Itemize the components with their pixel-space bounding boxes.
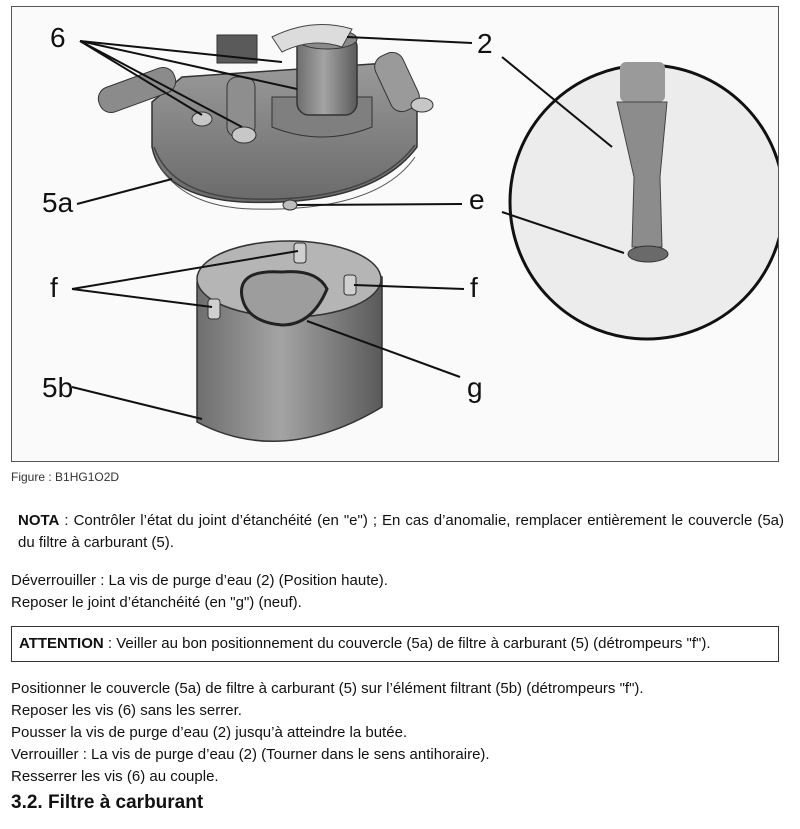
attention-text: : Veiller au bon positionnement du couve… <box>103 635 711 652</box>
callout-6: 6 <box>50 22 66 53</box>
leader-lines <box>71 36 625 420</box>
step-refit-screws: Reposer les vis (6) sans les serrer. <box>11 702 242 719</box>
callout-e: e <box>469 184 485 215</box>
callout-g: g <box>467 372 483 403</box>
attention-label: ATTENTION <box>19 635 104 652</box>
step-push-purge-screw: Pousser la vis de purge d’eau (2) jusqu’… <box>11 724 408 741</box>
nota-note: NOTA : Contrôler l’état du joint d’étanc… <box>18 510 784 554</box>
callout-f-left: f <box>50 272 58 303</box>
callout-5b: 5b <box>42 372 73 403</box>
step-tighten-screws: Resserrer les vis (6) au couple. <box>11 768 219 785</box>
section-heading: 3.2. Filtre à carburant <box>11 792 204 813</box>
nota-text: : Contrôler l’état du joint d’étanchéité… <box>18 512 784 551</box>
figure-caption: Figure : B1HG1O2D <box>11 470 120 484</box>
callout-f-right: f <box>470 272 478 303</box>
step-lock: Verrouiller : La vis de purge d’eau (2) … <box>11 746 490 763</box>
callout-5a: 5a <box>42 187 74 218</box>
figure-illustration: 6 2 5a e f f 5b g <box>11 6 779 462</box>
cover-5a <box>97 24 434 211</box>
filter-element-5b <box>196 240 383 442</box>
callout-2: 2 <box>477 28 493 59</box>
attention-box: ATTENTION : Veiller au bon positionnemen… <box>11 626 779 662</box>
step-position-cover: Positionner le couvercle (5a) de filtre … <box>11 680 644 697</box>
filter-drawing: 6 2 5a e f f 5b g <box>42 22 778 442</box>
nota-label: NOTA <box>18 512 60 529</box>
steps-list: Positionner le couvercle (5a) de filtre … <box>11 678 644 788</box>
step-unlock: Déverrouiller : La vis de purge d’eau (2… <box>11 572 388 589</box>
detail-magnifier <box>508 62 778 341</box>
step-refit-seal: Reposer le joint d’étanchéité (en "g") (… <box>11 594 302 611</box>
